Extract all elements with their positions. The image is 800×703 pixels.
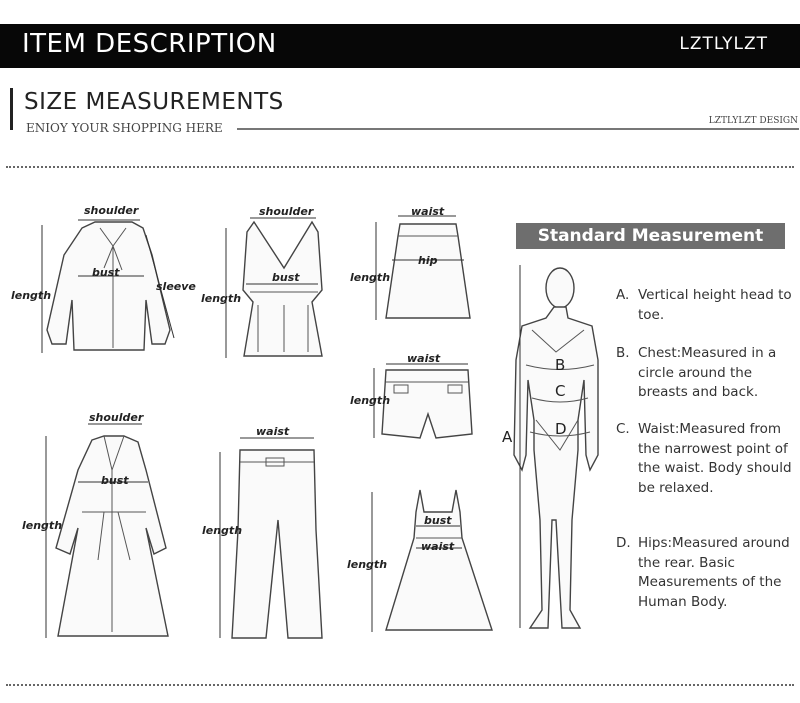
figure-bust-outline: [531, 329, 585, 353]
skirt-diagram: waist hip length: [350, 205, 471, 320]
vest-diagram: shoulder bust length: [201, 205, 323, 358]
measurement-letter: B.: [616, 345, 630, 361]
measurement-item-a: A. Vertical height head to toe.: [616, 286, 800, 325]
coat-length-label: length: [22, 519, 62, 532]
shorts-pocket: [393, 384, 409, 394]
measurement-text: Chest:Measured in a circle around the br…: [638, 345, 777, 400]
figure-label-d: D: [555, 420, 567, 438]
blouse-sleeve-line: [145, 234, 175, 339]
measurement-text: Waist:Measured from the narrowest point …: [638, 421, 792, 496]
vest-body: [242, 220, 323, 357]
figure-label-c: C: [555, 382, 565, 400]
measurement-item-b: B. Chest:Measured in a circle around the…: [616, 344, 800, 403]
skirt-hip-label: hip: [418, 254, 438, 267]
heading-accent-bar: [10, 88, 13, 130]
blouse-shoulder-label: shoulder: [84, 204, 139, 217]
blouse-diagram: shoulder bust length sleeve: [11, 204, 196, 353]
dress-length-label: length: [347, 558, 387, 571]
shorts-body: [381, 369, 473, 439]
header-title: ITEM DESCRIPTION: [22, 29, 277, 59]
figure-label-a: A: [502, 428, 513, 446]
figure-chest-line: [525, 364, 595, 370]
blouse-length-label: length: [11, 289, 51, 302]
skirt-body: [385, 223, 471, 319]
skirt-length-label: length: [350, 271, 390, 284]
heading-rule: [237, 128, 799, 130]
shorts-waist-label: waist: [407, 352, 441, 365]
bottom-dotted-divider: [6, 684, 794, 686]
dress-waist-label: waist: [421, 540, 455, 553]
figure-hip-outline: [535, 419, 579, 451]
brand-name: LZTLYLZT: [679, 34, 768, 54]
shorts-diagram: waist length: [350, 352, 473, 439]
coat-collar: [103, 435, 125, 632]
skirt-waist-label: waist: [411, 205, 445, 218]
pants-length-label: length: [202, 524, 242, 537]
coat-diagram: shoulder bust length: [22, 411, 169, 638]
design-tag: LZTLYLZT DESIGN: [708, 116, 798, 126]
figure-label-b: B: [555, 356, 565, 374]
coat-belt: [82, 511, 146, 561]
coat-bust-label: bust: [101, 474, 129, 487]
measurement-text: Hips:Measured around the rear. Basic Mea…: [638, 535, 790, 610]
figure-hip-line: [529, 431, 591, 437]
vest-length-label: length: [201, 292, 241, 305]
measurement-item-d: D. Hips:Measured around the rear. Basic …: [616, 534, 800, 612]
blouse-sleeve-label: sleeve: [156, 280, 196, 293]
top-dotted-divider: [6, 166, 794, 168]
measurement-text: Vertical height head to toe.: [638, 287, 792, 323]
pants-body: [231, 449, 323, 639]
standard-measurement-banner: Standard Measurement: [516, 223, 785, 249]
shorts-length-label: length: [350, 394, 390, 407]
section-title: SIZE MEASUREMENTS: [24, 89, 284, 115]
measurement-letter: A.: [616, 287, 630, 303]
measurement-letter: D.: [616, 535, 631, 551]
body-figure: A B C D: [502, 265, 599, 629]
shorts-pocket: [447, 384, 463, 394]
dress-diagram: bust waist length: [347, 489, 493, 632]
dress-bust-label: bust: [424, 514, 452, 527]
blouse-body: [46, 221, 171, 351]
vest-bust-label: bust: [272, 271, 300, 284]
measurement-item-c: C. Waist:Measured from the narrowest poi…: [616, 420, 800, 498]
vest-shoulder-label: shoulder: [259, 205, 314, 218]
dress-body: [385, 489, 493, 631]
pants-waist-label: waist: [256, 425, 290, 438]
figure-head: [545, 267, 575, 309]
figure-body: [513, 306, 599, 629]
section-heading: SIZE MEASUREMENTS ENIOY YOUR SHOPPING HE…: [0, 85, 800, 145]
section-subtitle: ENIOY YOUR SHOPPING HERE: [26, 121, 223, 135]
blouse-bust-label: bust: [92, 266, 120, 279]
pants-button: [265, 457, 285, 467]
header-bar: ITEM DESCRIPTION LZTLYLZT: [0, 24, 800, 68]
coat-shoulder-label: shoulder: [89, 411, 144, 424]
measurement-letter: C.: [616, 421, 630, 437]
figure-waist-line: [531, 397, 589, 403]
pants-diagram: waist length: [202, 425, 323, 639]
